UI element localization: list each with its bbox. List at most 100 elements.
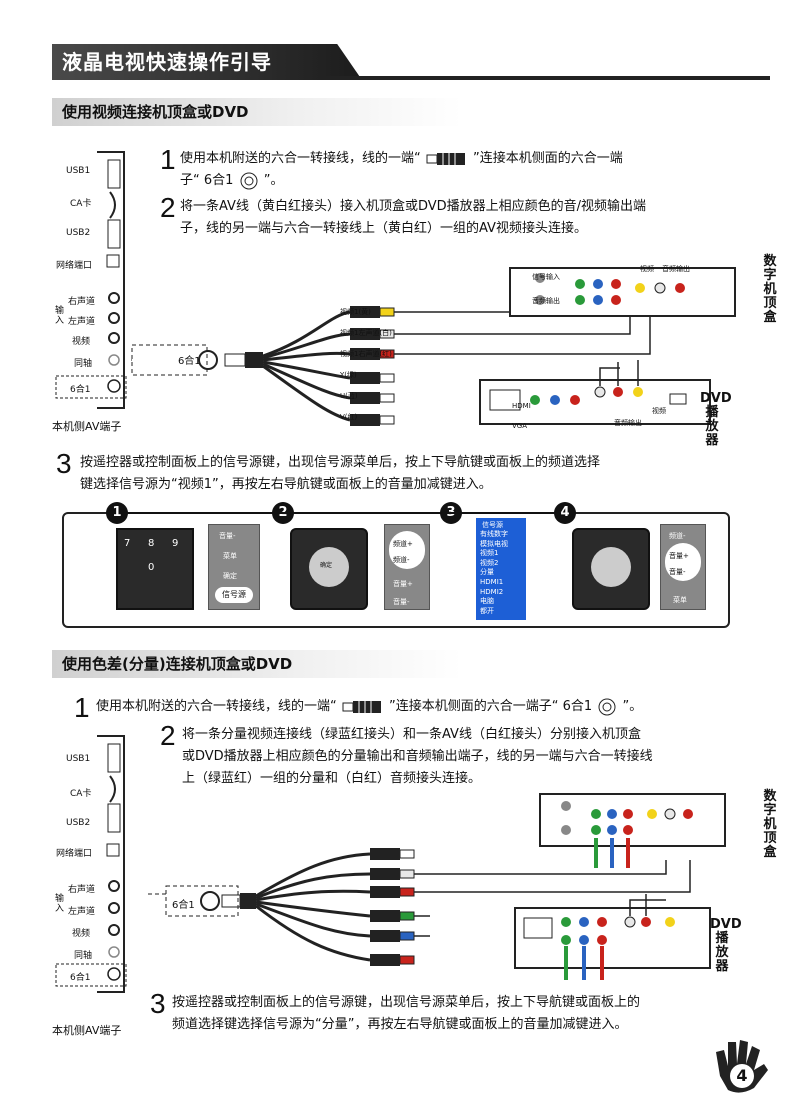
source-item: 分量 <box>480 568 494 577</box>
s2-step1-c: ”。 <box>622 699 643 714</box>
6in1-port-icon <box>238 172 260 190</box>
stb-audio-out: 音频输出 <box>532 297 560 305</box>
s1-step1-b: ”连接本机侧面的六合一端 <box>473 151 623 166</box>
s2-step1-num: 1 <box>74 692 90 723</box>
s2-step1-text: 使用本机附送的六合一转接线，线的一端“ ”连接本机侧面的六合一端子“ 6合1 ”… <box>96 696 796 718</box>
cable-video1-left: 视频1左声道(白) <box>340 329 392 337</box>
page-title: 液晶电视快速操作引导 <box>52 44 362 80</box>
port-usb2: USB2 <box>66 818 91 828</box>
input-label: 输入 <box>55 894 65 914</box>
s1-step1-text: 使用本机附送的六合一转接线，线的一端“ ”连接本机侧面的六合一端 子“ 6合1 … <box>180 148 760 192</box>
page-number: 4 <box>736 1066 748 1085</box>
key-0: 0 <box>148 562 155 573</box>
source-item: 电脑 <box>480 597 494 606</box>
menu-panel-1: 音量- 菜单 确定 信号源 <box>208 524 260 610</box>
menu1-source: 信号源 <box>215 587 253 603</box>
guide-step-4: 4 <box>554 502 576 524</box>
key-7: 7 <box>124 538 131 549</box>
menu-panel-4: 频道- 音量+ 音量- 菜单 <box>660 524 706 610</box>
stb-label-2: 数字机顶盒 <box>763 789 777 860</box>
s2-step2-num: 2 <box>160 720 176 751</box>
port-network: 网络端口 <box>56 849 93 859</box>
port-ca: CA卡 <box>70 199 92 209</box>
stb-label-1: 数字机顶盒 <box>763 254 777 325</box>
source-menu-title: 信号源 <box>482 521 503 529</box>
port-video: 视频 <box>72 337 91 347</box>
port-6in1: 6合1 <box>70 973 91 983</box>
port-coax: 同轴 <box>74 359 93 369</box>
remote-dpad-2 <box>572 528 650 610</box>
s1-step2-num: 2 <box>160 192 176 223</box>
cable-video1-right: 视频1右声道(红) <box>340 350 392 358</box>
port-coax: 同轴 <box>74 951 93 961</box>
cable-labels-1: 视频1(黄) 视频1左声道(白) 视频1右声道(红) Y(绿) U(蓝) V(红… <box>340 302 392 428</box>
menu2-vol-up: 音量+ <box>393 580 413 588</box>
source-item: HDMI1 <box>480 577 504 586</box>
s1-step2-text: 将一条AV线（黄白红接头）接入机顶盒或DVD播放器上相应颜色的音/视频输出端 子… <box>180 196 760 240</box>
source-item: 视频2 <box>480 558 499 567</box>
adapter-label-1: 6合1 <box>178 356 201 367</box>
key-9: 9 <box>172 538 179 549</box>
dvd-video: 视频 <box>652 407 666 415</box>
s1-step3-a: 按遥控器或控制面板上的信号源键，出现信号源菜单后，按上下导航键或面板上的频道选择 <box>80 455 601 470</box>
s2-step2-c: 上（绿蓝红）一组的分量和（白红）音频接头连接。 <box>182 771 482 786</box>
s2-step2-b: 或DVD播放器上相应颜色的分量输出和音频输出端子，线的另一端与六合一转接线 <box>182 749 653 764</box>
port-network: 网络端口 <box>56 261 93 271</box>
dvd-audio-out: 音频输出 <box>614 419 642 427</box>
s2-step3-text: 按遥控器或控制面板上的信号源键，出现信号源菜单后，按上下导航键或面板上的 频道选… <box>172 992 772 1036</box>
connection-diagram-2 <box>148 793 726 980</box>
s2-step3-b: 频道选择键选择信号源为“分量”，再按左右导航键或面板上的音量加减键进入。 <box>172 1017 628 1032</box>
s2-step3-num: 3 <box>150 988 166 1019</box>
cable-u: U(蓝) <box>340 392 358 400</box>
s1-step3-num: 3 <box>56 448 72 479</box>
dvd-label-1: DVD播放器 <box>700 391 732 448</box>
menu4-vol-pill <box>665 543 701 581</box>
port-usb1: USB1 <box>66 166 91 176</box>
s2-step2-text: 将一条分量视频连接线（绿蓝红接头）和一条AV线（白红接头）分别接入机顶盒 或DV… <box>182 724 762 790</box>
dvd-label-2: DVD播放器 <box>710 917 742 974</box>
s2-step2-a: 将一条分量视频连接线（绿蓝红接头）和一条AV线（白红接头）分别接入机顶盒 <box>182 727 641 742</box>
plug-icon <box>425 152 469 166</box>
s1-step1-num: 1 <box>160 144 176 175</box>
cable-video1-yellow: 视频1(黄) <box>340 308 371 316</box>
menu4-vol-up: 音量+ <box>669 552 689 560</box>
port-right-audio: 右声道 <box>68 885 96 895</box>
title-rule <box>320 76 770 80</box>
plug-icon <box>341 700 385 714</box>
tv-side-panel-2: USB1 CA卡 USB2 网络端口 右声道 左声道 视频 同轴 6合1 输入 <box>52 734 132 994</box>
source-item: HDMI2 <box>480 587 504 596</box>
s1-step3-text: 按遥控器或控制面板上的信号源键，出现信号源菜单后，按上下导航键或面板上的频道选择… <box>80 452 780 496</box>
port-right-audio: 右声道 <box>68 297 96 307</box>
menu2-ch-pill <box>389 531 425 569</box>
stb-signal-in: 信号输入 <box>532 273 560 281</box>
menu4-menu: 菜单 <box>673 596 687 604</box>
s1-step1-a: 使用本机附送的六合一转接线，线的一端“ <box>180 151 421 166</box>
s1-step2-a: 将一条AV线（黄白红接头）接入机顶盒或DVD播放器上相应颜色的音/视频输出端 <box>180 199 647 214</box>
source-menu: 信号源 有线数字 模拟电视 视频1 视频2 分量 HDMI1 HDMI2 电脑 … <box>476 518 526 620</box>
guide-step-bar: 1 2 3 4 <box>76 500 728 526</box>
s1-step2-b: 子，线的另一端与六合一转接线上（黄白红）一组的AV视频接头连接。 <box>180 221 587 236</box>
stb-video-header: 视频 <box>640 265 654 273</box>
s2-step1-a: 使用本机附送的六合一转接线，线的一端“ <box>96 699 337 714</box>
source-menu-list: 有线数字 模拟电视 视频1 视频2 分量 HDMI1 HDMI2 电脑 都开 <box>480 530 508 616</box>
key-8: 8 <box>148 538 155 549</box>
s1-step1-c: 子“ 6合1 <box>180 173 234 188</box>
remote-dpad: 确定 <box>290 528 368 610</box>
tv-side-outline <box>55 735 127 993</box>
dpad-icon <box>591 547 631 587</box>
s1-step3-b: 键选择信号源为“视频1”，再按左右导航键或面板上的音量加减键进入。 <box>80 477 492 492</box>
guide-step-line <box>128 512 554 514</box>
s1-step1-d: ”。 <box>263 173 284 188</box>
input-label: 输入 <box>55 306 65 326</box>
port-video: 视频 <box>72 929 91 939</box>
section1-title: 使用视频连接机顶盒或DVD <box>52 98 462 126</box>
source-item: 视频1 <box>480 549 499 558</box>
dvd-vga: VGA <box>512 422 528 430</box>
menu2-ch-down: 频道- <box>393 556 410 564</box>
tv-side-panel-1: USB1 CA卡 USB2 网络端口 右声道 左声道 视频 同轴 6合1 输入 <box>52 150 132 410</box>
port-usb2: USB2 <box>66 228 91 238</box>
guide-step-1: 1 <box>106 502 128 524</box>
source-item: 都开 <box>480 606 494 615</box>
menu1-menu: 菜单 <box>223 552 237 560</box>
dpad-icon <box>309 547 349 587</box>
